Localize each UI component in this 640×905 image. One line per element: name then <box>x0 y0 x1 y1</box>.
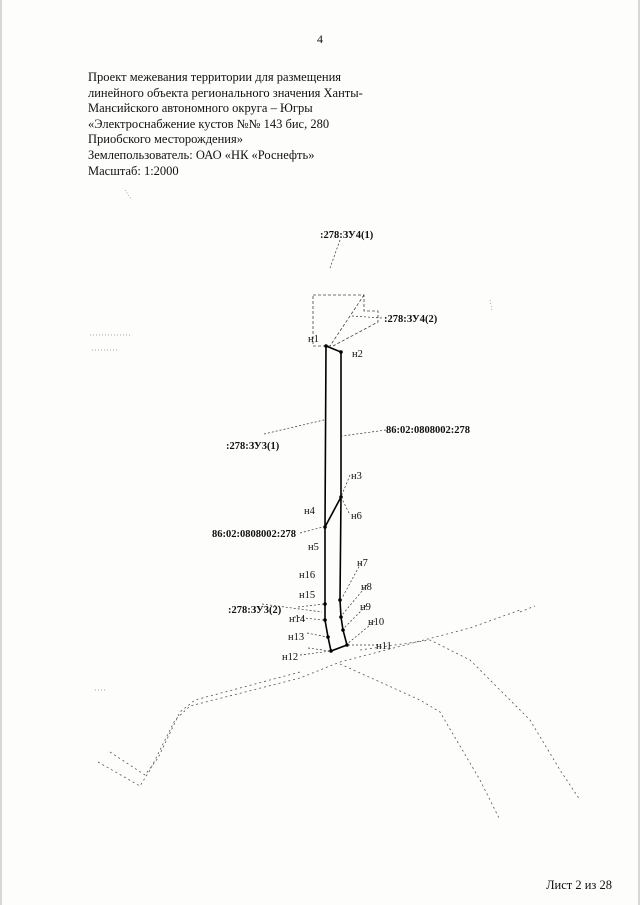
parcel-zu4-outline <box>312 294 379 347</box>
point-label-n6: н6 <box>351 511 362 522</box>
land-user: Землепользователь: ОАО «НК «Роснефть» <box>88 147 315 162</box>
point-label-n2: н2 <box>352 349 363 360</box>
point-label-n5: н5 <box>308 542 319 553</box>
leader-lines <box>261 239 387 656</box>
context-lines <box>97 605 581 821</box>
boundary-points <box>323 344 349 653</box>
document-header: Проект межевания территории для размещен… <box>88 70 363 179</box>
label-zu4-1: :278:ЗУ4(1) <box>320 230 374 241</box>
scan-edge-right <box>638 0 640 905</box>
label-zu3-2: :278:ЗУ3(2) <box>228 605 282 616</box>
point-label-n9: н9 <box>360 602 371 613</box>
point-label-n1: н1 <box>308 334 319 345</box>
point-label-n7: н7 <box>357 558 368 569</box>
point-label-n14: н14 <box>289 614 306 625</box>
label-cadastral-left: 86:02:0808002:278 <box>212 529 296 540</box>
point-label-n4: н4 <box>304 506 316 517</box>
header-line: Приобского месторождения» <box>88 132 243 147</box>
sheet-counter: Лист 2 из 28 <box>546 878 612 892</box>
point-label-n8: н8 <box>361 582 372 593</box>
label-zu4-2: :278:ЗУ4(2) <box>384 314 438 325</box>
parcel-zu3-boundary <box>324 345 348 653</box>
scan-specks <box>90 189 493 691</box>
header-line: Проект межевания территории для размещен… <box>88 70 342 84</box>
map-scale: Масштаб: 1:2000 <box>88 163 179 178</box>
label-cadastral-right: 86:02:0808002:278 <box>386 425 470 436</box>
header-line: линейного объекта регионального значения… <box>88 85 363 100</box>
point-label-n15: н15 <box>299 590 315 601</box>
point-label-n11: н11 <box>376 641 392 652</box>
header-line: «Электроснабжение кустов №№ 143 бис, 280 <box>88 116 330 131</box>
point-label-n3: н3 <box>351 471 362 482</box>
point-label-n10: н10 <box>368 617 384 628</box>
page-number: 4 <box>317 32 323 46</box>
point-label-n16: н16 <box>299 570 315 581</box>
scan-edge-left <box>0 0 2 905</box>
point-label-n12: н12 <box>282 652 298 663</box>
point-label-n13: н13 <box>288 632 304 643</box>
header-line: Мансийского автономного округа – Югры <box>88 101 313 116</box>
label-zu3-1: :278:ЗУ3(1) <box>226 441 280 452</box>
